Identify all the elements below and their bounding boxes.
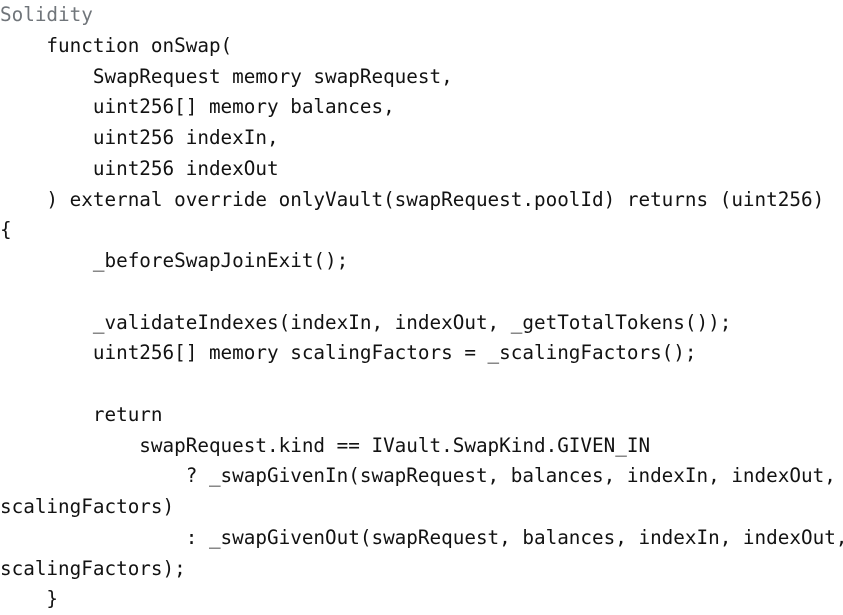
code-text: function onSwap( SwapRequest memory swap… <box>0 33 843 611</box>
language-label: Solidity <box>0 3 93 26</box>
